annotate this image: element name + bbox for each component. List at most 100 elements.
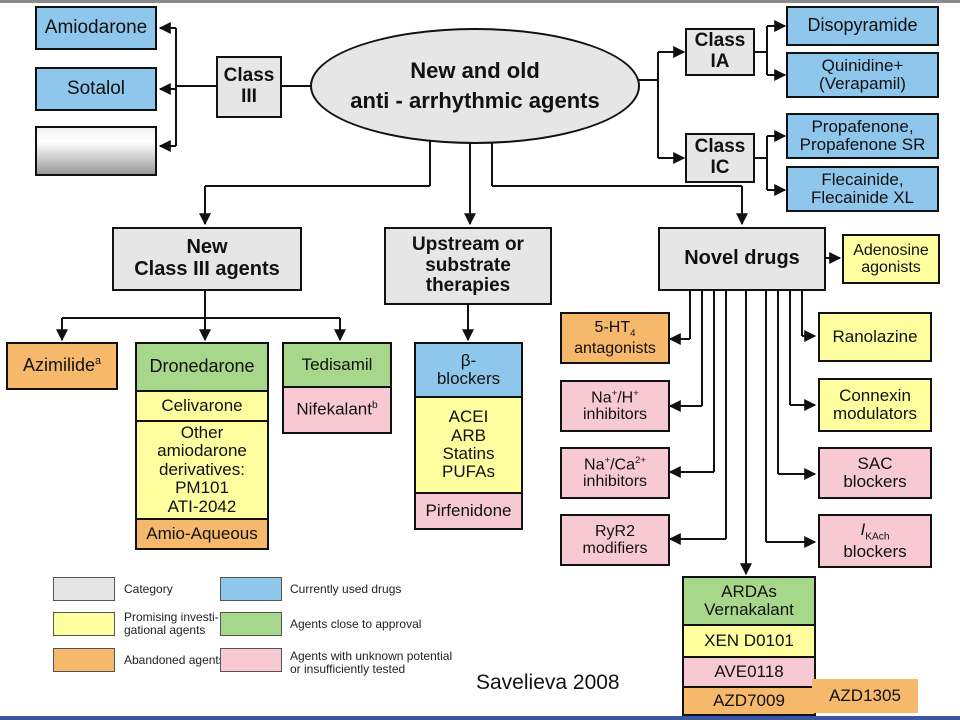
drug-label: blockers — [436, 369, 501, 388]
drug-label: Amiodarone — [44, 16, 148, 38]
legend-label-abandoned: Abandoned agents — [124, 653, 225, 667]
ardas-column: ARDAs Vernakalant XEN D0101 AVE0118 AZD7… — [682, 576, 816, 716]
footnote-mark: a — [95, 355, 102, 368]
drug-label: Quinidine+ — [821, 55, 904, 75]
drug-label: inhibitors — [582, 406, 648, 424]
drug-box-sotalol: Sotalol — [35, 67, 157, 111]
drug-box-amiodarone: Amiodarone — [35, 6, 157, 50]
legend-label-category: Category — [124, 582, 173, 596]
drug-label: Other — [180, 423, 224, 443]
drug-label: Celivarone — [161, 395, 243, 415]
drug-label: SAC — [857, 453, 893, 473]
category-label: therapies — [425, 275, 511, 297]
category-class-ic: Class IC — [685, 133, 755, 183]
drug-label: ARDAs — [721, 581, 777, 601]
drug-box-nifekalant: Nifekalantb — [284, 386, 390, 432]
drug-label: Pirfenidone — [425, 500, 512, 520]
legend-label-unknown: Agents with unknown potential or insuffi… — [290, 649, 453, 677]
drug-name: Azimilide — [22, 355, 95, 376]
category-label: Class III agents — [134, 258, 280, 280]
drug-label: blockers — [843, 541, 907, 561]
footnote-mark: b — [371, 400, 378, 412]
drug-label: Flecainide XL — [810, 188, 914, 207]
drug-box-adenosine: Adenosine agonists — [842, 234, 940, 284]
legend-swatch-promising — [53, 612, 115, 636]
drug-box-na-h-inhibitors: Na+/H+ inhibitors — [560, 380, 670, 432]
drug-label: RyR2 — [594, 522, 635, 540]
drug-box-connexin-modulators: Connexin modulators — [818, 378, 932, 432]
category-upstream: Upstream or substrate therapies — [384, 227, 552, 305]
drug-label: ATI-2042 — [167, 496, 237, 516]
category-label: Novel drugs — [684, 247, 800, 270]
drug-box-azd1305: AZD1305 — [812, 679, 918, 713]
category-novel-drugs: Novel drugs — [658, 227, 826, 291]
drug-label: antagonists — [574, 339, 656, 357]
drug-label: derivatives: — [159, 459, 245, 479]
drug-box-amiodarone-derivatives: Other amiodarone derivatives: PM101 ATI-… — [137, 420, 267, 518]
category-class-ia: Class IA — [685, 28, 755, 76]
category-label: Upstream or — [412, 234, 524, 256]
drug-name: Nifekalant — [296, 400, 372, 420]
drug-label: Propafenone SR — [799, 135, 926, 154]
drug-label: Flecainide, — [821, 169, 904, 189]
drug-box-na-ca-inhibitors: Na+/Ca2+ inhibitors — [560, 447, 670, 499]
drug-box-acei-list: ACEI ARB Statins PUFAs — [416, 396, 521, 492]
category-class-iii: Class III — [216, 56, 282, 118]
drug-name: Na — [584, 455, 605, 473]
drug-box-ave0118: AVE0118 — [684, 656, 814, 686]
drug-label: Amio-Aqueous — [146, 523, 258, 543]
upstream-column: β- blockers ACEI ARB Statins PUFAs Pirfe… — [414, 342, 523, 530]
category-label: III — [241, 86, 257, 107]
top-border — [0, 0, 960, 3]
legend-swatch-abandoned — [53, 648, 115, 672]
drug-box-dronedarone: Dronedarone — [137, 344, 267, 390]
drug-label: PM101 — [175, 478, 229, 498]
drug-name: /H — [617, 388, 634, 406]
drug-label: blockers — [843, 472, 907, 491]
category-new-class-iii: New Class III agents — [112, 227, 302, 291]
drug-label: Azimilidea — [22, 355, 102, 376]
drug-box-ryr2-modifiers: RyR2 modifiers — [560, 514, 670, 566]
legend-swatch-approval — [220, 612, 282, 636]
drug-box-quinidine: Quinidine+ (Verapamil) — [786, 52, 939, 98]
category-label: substrate — [425, 254, 511, 276]
drug-box-tedisamil: Tedisamil — [284, 344, 390, 386]
drug-label: XEN D0101 — [704, 630, 794, 650]
drug-label: Disopyramide — [807, 15, 918, 36]
drug-label: Tedisamil — [301, 354, 373, 374]
drug-label: agonists — [861, 259, 921, 276]
category-label: IC — [710, 157, 730, 178]
subscript: KAch — [865, 531, 890, 543]
drug-box-disopyramide: Disopyramide — [786, 6, 939, 46]
drug-label: Na+/H+ — [591, 388, 639, 407]
drug-label: ACEI — [448, 407, 489, 427]
drug-label: Vernakalant — [704, 600, 794, 619]
superscript: 2+ — [635, 454, 646, 466]
legend-label-current: Currently used drugs — [290, 582, 402, 596]
drug-box-blank — [35, 126, 157, 176]
legend-label-approval: Agents close to approval — [290, 617, 422, 631]
drug-label: Sotalol — [66, 77, 126, 99]
drug-box-5ht4-antagonists: 5-HT4 antagonists — [560, 312, 670, 364]
superscript: + — [604, 454, 611, 466]
drug-box-azimilide: Azimilidea — [6, 342, 118, 390]
drug-label: Propafenone, — [811, 116, 914, 136]
drug-box-amio-aqueous: Amio-Aqueous — [137, 518, 267, 548]
drug-box-beta-blockers: β- blockers — [416, 344, 521, 396]
drug-label: Connexin — [839, 385, 911, 405]
drug-label: PUFAs — [442, 462, 495, 482]
title-line: anti - arrhythmic agents — [350, 88, 600, 113]
drug-box-azd7009: AZD7009 — [684, 686, 814, 714]
drug-box-sac-blockers: SAC blockers — [818, 447, 932, 499]
drug-name: /Ca — [610, 455, 635, 473]
category-label: New — [186, 236, 228, 259]
drug-label: amiodarone — [157, 441, 247, 461]
drug-box-flecainide: Flecainide, Flecainide XL — [786, 166, 939, 212]
drug-label: IKAch — [860, 520, 890, 543]
drug-label: Adenosine — [853, 241, 929, 259]
drug-box-pirfenidone: Pirfenidone — [416, 492, 521, 528]
subscript: 4 — [630, 328, 636, 340]
drug-label: Ranolazine — [832, 326, 918, 346]
tedisamil-column: Tedisamil Nifekalantb — [282, 342, 392, 434]
